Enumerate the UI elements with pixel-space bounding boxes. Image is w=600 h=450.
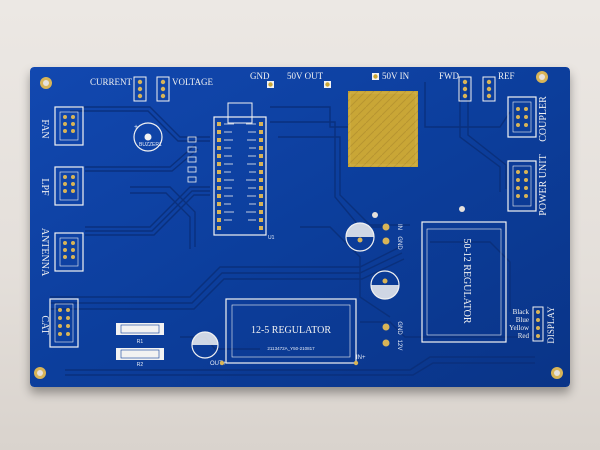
copper-pour xyxy=(348,91,418,167)
pin-12v-label: 12V xyxy=(396,340,402,351)
in-plus-label: IN+ xyxy=(356,355,366,361)
regulator-50-12: 50-12 REGULATOR xyxy=(421,221,507,343)
fwd-label: FWD xyxy=(439,71,460,81)
resistor-r2: R2 xyxy=(116,348,164,368)
regulator-12-5-code: 2113472A_Y50-210817 xyxy=(267,346,315,351)
buzzer-footprint: + BUZZER1 xyxy=(133,122,163,152)
small-components xyxy=(187,136,197,183)
wire-red: Red xyxy=(518,332,530,340)
wire-blue: Blue xyxy=(516,316,529,324)
antenna-label: ANTENNA xyxy=(39,228,50,277)
fan-connector xyxy=(54,106,84,146)
microcontroller-module: U1 xyxy=(213,102,275,241)
50v-out-label: 50V OUT xyxy=(287,71,324,81)
power-unit-label: POWER UNIT xyxy=(538,154,549,215)
module-label: U1 xyxy=(268,235,275,241)
gnd-label: GND xyxy=(250,71,270,81)
cat-connector xyxy=(49,298,79,348)
antenna-connector xyxy=(54,232,84,272)
mounting-holes xyxy=(34,71,563,379)
capacitor-c1 xyxy=(345,222,375,252)
voltage-label: VOLTAGE xyxy=(172,77,213,87)
current-label: CURRENT xyxy=(90,77,133,87)
ref-label: REF xyxy=(498,71,515,81)
resistor-r1: R1 xyxy=(116,323,164,345)
svg-text:+: + xyxy=(134,124,138,131)
resistor-r1-label: R1 xyxy=(137,339,144,345)
capacitor-c2 xyxy=(370,270,400,300)
ref-header xyxy=(482,76,496,102)
regulator-12-5-title: 12-5 REGULATOR xyxy=(251,325,331,336)
wire-yellow: Yellow xyxy=(509,324,530,332)
pin-gnd-label: GND xyxy=(396,236,402,250)
coupler-connector xyxy=(507,96,537,138)
regulator-50-12-title: 50-12 REGULATOR xyxy=(461,238,472,323)
display-label: DISPLAY xyxy=(546,306,556,344)
power-unit-connector xyxy=(507,160,537,212)
display-header xyxy=(532,306,544,342)
lpf-connector xyxy=(54,166,84,206)
fwd-header xyxy=(458,76,472,102)
50v-in-pad xyxy=(372,73,379,80)
buzzer-label: BUZZER1 xyxy=(139,142,162,148)
pin-in-label: IN xyxy=(396,224,402,230)
pin-gnd2-label: GND xyxy=(396,321,402,335)
regulator-50-12-pins xyxy=(382,223,390,347)
current-header xyxy=(133,76,147,102)
capacitor-c3 xyxy=(191,331,219,359)
wire-black: Black xyxy=(513,308,530,316)
lpf-label: LPF xyxy=(39,178,50,196)
trace-layer xyxy=(50,82,535,376)
voltage-header xyxy=(156,76,170,102)
cat-label: CAT xyxy=(39,316,50,335)
fan-label: FAN xyxy=(39,119,50,138)
gnd-pad xyxy=(267,81,274,88)
resistor-r2-label: R2 xyxy=(137,362,144,368)
regulator-12-5: 12-5 REGULATOR 2113472A_Y50-210817 xyxy=(225,298,357,364)
50v-out-pad xyxy=(324,81,331,88)
out-plus-label: OUT+ xyxy=(210,361,227,367)
coupler-label: COUPLER xyxy=(538,96,549,142)
pcb-board: CURRENT VOLTAGE GND 50V OUT 50V IN FWD R… xyxy=(30,67,570,387)
50v-in-label: 50V IN xyxy=(382,71,410,81)
